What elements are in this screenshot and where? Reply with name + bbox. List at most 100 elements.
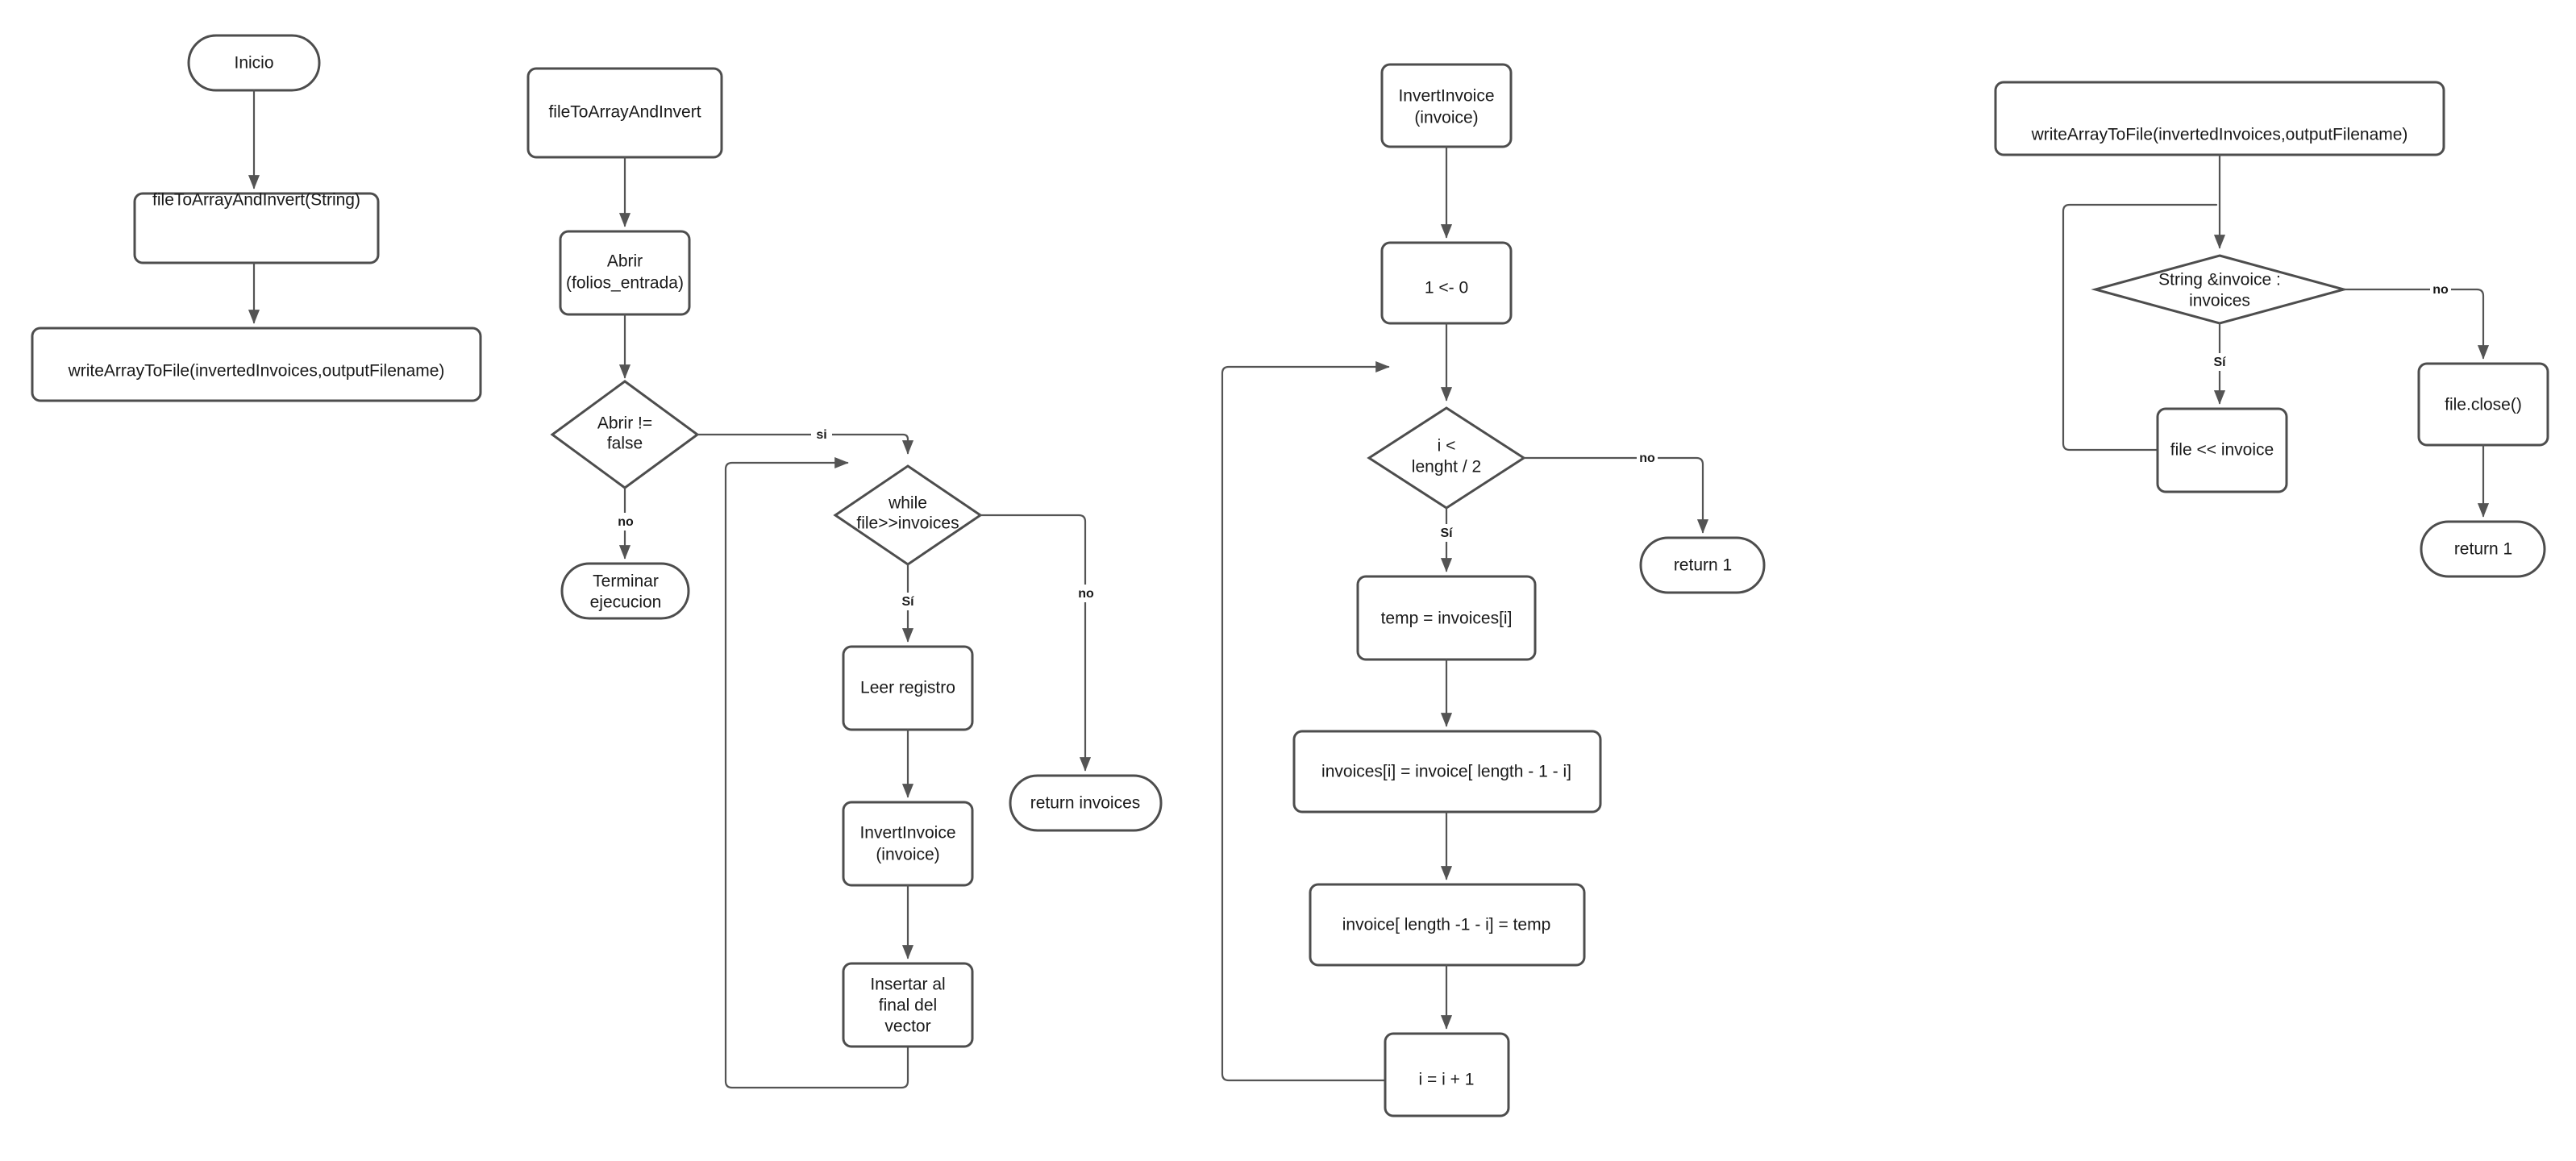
node-i-swap2[interactable]: invoice[ length -1 - i] = temp [1309,883,1586,967]
node-f-header-label: fileToArrayAndInvert [548,103,701,122]
edge-wcond-no-to-close [2342,288,2490,360]
node-f-while-label-1: while [888,494,927,513]
edge-label-background [615,513,636,531]
node-w-header-label: writeArrayToFile(invertedInvoices,output… [2031,126,2408,144]
node-f-insertar-label-3: vector [884,1017,930,1036]
edge-label-background [1076,585,1097,602]
edge-label-no-cond: no [1639,452,1655,465]
node-inicio-label: Inicio [234,54,273,73]
terminator-shape [560,562,690,620]
node-w-header[interactable]: writeArrayToFile(invertedInvoices,output… [1994,81,2445,156]
node-f-insertar-label-1: Insertar al [870,976,945,994]
edge-label-background [1436,524,1457,542]
node-w-return-label: return 1 [2454,540,2512,559]
column-invert-invoice: InvertInvoice (invoice) 1 <- 0 i < lengh… [1221,63,1766,1117]
node-f-insertar[interactable]: Insertar al final del vector [842,962,974,1048]
node-w-write[interactable]: file << invoice [2156,407,2288,493]
node-f-invert-call-label-2: (invoice) [876,846,939,864]
edge-label-no-wcond: no [2432,283,2449,297]
node-f-leer[interactable]: Leer registro [842,645,974,731]
node-inicio[interactable]: Inicio [187,34,321,92]
edge-label-si-while: Sí [901,595,914,609]
node-f-terminar-label-1: Terminar [593,572,659,591]
terminator-shape [1009,774,1163,832]
node-f-return[interactable]: return invoices [1009,774,1163,832]
node-f-terminar-label-2: ejecucion [590,593,662,612]
node-f-abrir-label-1: Abrir [607,252,643,271]
node-f-header[interactable]: fileToArrayAndInvert [526,67,723,159]
node-i-header-label-2: (invoice) [1414,109,1478,127]
node-call-write-array-label: writeArrayToFile(invertedInvoices,output… [68,362,445,381]
process-shape [133,192,380,264]
node-call-write-array[interactable]: writeArrayToFile(invertedInvoices,output… [31,327,482,402]
node-w-write-label: file << invoice [2170,441,2274,460]
node-i-init-label: 1 <- 0 [1425,279,1468,298]
node-i-cond-label-2: lenght / 2 [1412,458,1481,476]
edge-label-no-abrircheck: no [618,515,634,529]
process-shape [1384,1032,1510,1117]
node-call-file-to-array-label: fileToArrayAndInvert(String) [152,191,360,210]
edge-write-loopback-to-cond [2062,203,2218,452]
node-f-abrir-check[interactable]: Abrir != false [550,380,700,489]
node-i-temp-label: temp = invoices[i] [1381,610,1513,628]
column-write-array-to-file: writeArrayToFile(invertedInvoices,output… [1994,81,2549,578]
node-i-incr[interactable]: i = i + 1 [1384,1032,1510,1117]
node-f-abrir-label-2: (folios_entrada) [566,274,684,293]
process-shape [2156,407,2288,493]
node-w-cond[interactable]: String &invoice : invoices [2091,254,2349,325]
node-i-header-label-1: InvertInvoice [1398,87,1494,106]
node-i-cond-label-1: i < [1438,437,1456,456]
node-f-abrir-check-label-1: Abrir != [597,414,652,433]
node-i-return-label: return 1 [1674,556,1732,575]
edge-while-no-to-return [979,514,1092,772]
node-f-abrir[interactable]: Abrir (folios_entrada) [559,230,691,316]
edge-insertar-loopback-to-while [724,456,909,1089]
edge-incr-loopback-to-cond [1221,360,1390,1082]
node-f-return-label: return invoices [1030,794,1141,813]
node-i-init[interactable]: 1 <- 0 [1380,241,1513,325]
node-f-leer-label: Leer registro [860,679,955,697]
node-i-swap1-label: invoices[i] = invoice[ length - 1 - i] [1321,763,1571,781]
edge-label-no-while: no [1078,587,1094,601]
edge-label-si-abrircheck: si [816,428,826,442]
process-shape [842,801,974,887]
process-shape [31,327,482,402]
terminator-shape [2420,520,2546,578]
node-f-terminar[interactable]: Terminar ejecucion [560,562,690,620]
node-i-header[interactable]: InvertInvoice (invoice) [1380,63,1513,148]
edge-abrircheck-si-to-while [696,433,914,455]
node-w-close-label: file.close() [2445,396,2522,414]
terminator-shape [1639,536,1766,594]
process-shape [559,230,691,316]
node-i-incr-label: i = i + 1 [1419,1071,1475,1089]
node-w-cond-label-2: invoices [2189,292,2250,310]
node-w-cond-label-1: String &invoice : [2158,271,2281,289]
edge-label-si-wcond: Sí [2213,356,2226,369]
node-i-return[interactable]: return 1 [1639,536,1766,594]
node-i-swap1[interactable]: invoices[i] = invoice[ length - 1 - i] [1292,730,1602,814]
edge-cond-no-to-return [1522,456,1709,534]
node-i-swap2-label: invoice[ length -1 - i] = temp [1342,916,1551,934]
edge-label-background [1637,449,1658,467]
edge-label-background [897,593,918,610]
node-call-file-to-array[interactable]: fileToArrayAndInvert(String) [133,191,380,264]
node-f-while-label-2: file>>invoices [856,514,959,533]
node-f-insertar-label-2: final del [879,997,937,1015]
node-w-return[interactable]: return 1 [2420,520,2546,578]
column-file-to-array-and-invert: fileToArrayAndInvert Abrir (folios_entra… [526,67,1163,1089]
column-main: Inicio fileToArrayAndInvert(String) writ… [31,34,482,402]
node-i-temp[interactable]: temp = invoices[i] [1356,575,1537,661]
node-f-invert-call-label-1: InvertInvoice [859,824,955,843]
node-w-close[interactable]: file.close() [2417,362,2549,447]
edge-label-background [811,426,832,443]
process-shape [842,962,974,1048]
process-shape [1380,63,1513,148]
edge-label-background [2209,353,2230,371]
edge-label-background [2430,281,2451,298]
node-f-while[interactable]: while file>>invoices [833,464,983,566]
node-f-invert-call[interactable]: InvertInvoice (invoice) [842,801,974,887]
node-f-abrir-check-label-2: false [607,435,643,453]
edge-label-si-cond: Sí [1440,526,1453,540]
